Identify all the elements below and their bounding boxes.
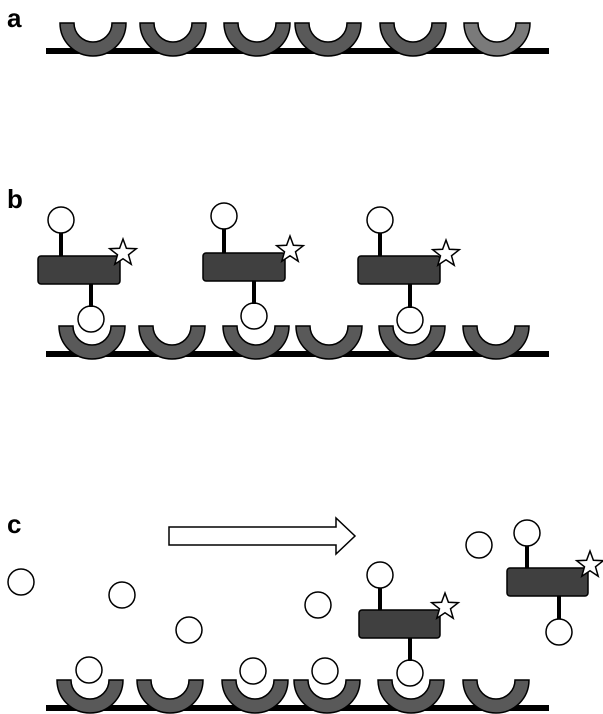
- free-ligand-icon: [175, 616, 203, 644]
- detector-block: [37, 255, 121, 285]
- panel-label-b: b: [7, 184, 23, 214]
- detector-block: [202, 252, 286, 282]
- panel-label-a: a: [7, 3, 22, 33]
- baseline: [46, 705, 549, 711]
- detector-block: [358, 609, 441, 639]
- detector-molecule-icon: [202, 202, 305, 304]
- baseline: [46, 351, 549, 357]
- detector-block: [357, 255, 441, 285]
- ligand-circle-icon: [366, 561, 394, 589]
- free-ligand-icon: [108, 581, 136, 609]
- bound-ligand-icon: [75, 656, 103, 684]
- panel-b: b: [7, 184, 549, 360]
- free-ligand-icon: [304, 591, 332, 619]
- bound-ligand-icon: [396, 306, 424, 334]
- surface-a: [46, 22, 549, 57]
- free-ligand-icon: [7, 568, 35, 596]
- flow-arrow-icon: [168, 516, 357, 556]
- surface-b: [46, 302, 549, 360]
- free-ligand-icon: [465, 531, 493, 559]
- panel-a: a: [7, 3, 549, 57]
- detector-molecule-icon: [37, 206, 138, 307]
- surface-c: [46, 656, 549, 714]
- baseline: [46, 48, 549, 54]
- bound-ligand-icon: [240, 302, 268, 330]
- ligand-circle-icon: [210, 202, 238, 230]
- ligand-circle-icon: [47, 206, 75, 234]
- detector-block: [506, 567, 589, 597]
- bound-ligand-icon: [77, 305, 105, 333]
- ligand-circle-icon: [545, 618, 573, 646]
- bound-ligand-icon: [239, 657, 267, 685]
- ligand-circle-icon: [366, 206, 394, 234]
- bound-ligand-icon: [396, 659, 424, 687]
- detector-molecule-icon: [357, 206, 461, 308]
- panel-label-c: c: [7, 509, 21, 539]
- detector-molecule-icon: [358, 561, 460, 661]
- bound-ligand-icon: [311, 657, 339, 685]
- ligand-circle-icon: [513, 519, 541, 547]
- detector-molecule-icon: [506, 519, 603, 646]
- free-ligands: [7, 531, 493, 644]
- panel-c: c: [7, 509, 603, 714]
